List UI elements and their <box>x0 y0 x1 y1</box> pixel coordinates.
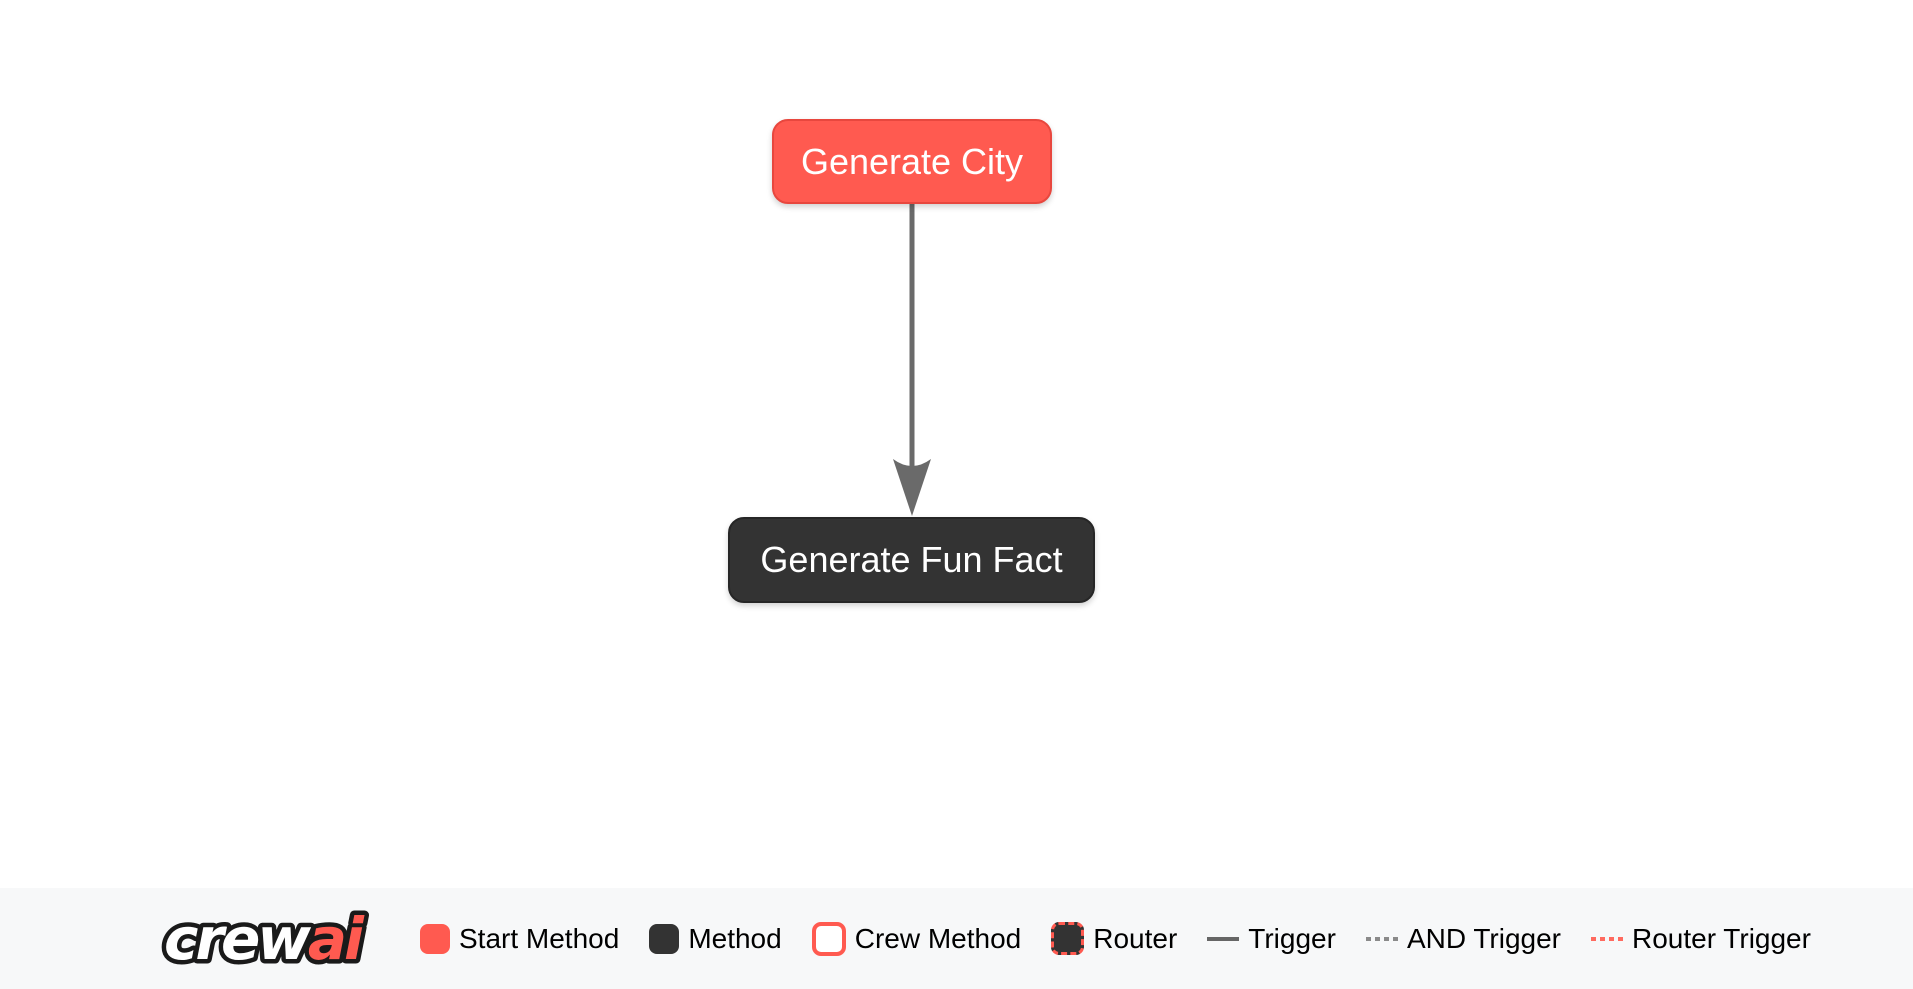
legend-items: Start Method Method Crew Method Router T… <box>420 921 1811 956</box>
legend-label: Start Method <box>459 922 620 954</box>
legend-item-crew-method: Crew Method <box>811 921 1022 956</box>
logo-halo: crewai <box>164 905 365 973</box>
legend-label: Method <box>688 922 782 954</box>
legend-item-start-method: Start Method <box>420 923 619 955</box>
method-swatch-icon <box>649 923 680 954</box>
legend-label: Router <box>1093 922 1178 954</box>
flow-canvas[interactable]: Generate City Generate Fun Fact <box>0 0 1913 888</box>
node-generate-city[interactable]: Generate City <box>772 119 1052 204</box>
legend-label: Router Trigger <box>1631 922 1811 954</box>
start-method-swatch-icon <box>420 923 450 954</box>
legend-label: Trigger <box>1248 922 1336 954</box>
legend-bar: crewai crewai crewai Start Method Method… <box>0 888 1913 989</box>
legend-label: AND Trigger <box>1406 922 1561 954</box>
router-swatch-icon <box>1051 922 1085 955</box>
logo-text-ai: ai <box>308 905 365 973</box>
trigger-line-icon <box>1207 936 1240 941</box>
legend-item-method: Method <box>649 922 782 955</box>
arrowhead-icon <box>893 459 931 516</box>
legend-item-router-trigger: Router Trigger <box>1590 922 1811 955</box>
legend-item-trigger: Trigger <box>1207 923 1336 955</box>
router-trigger-line-icon <box>1590 936 1623 941</box>
node-generate-fun-fact[interactable]: Generate Fun Fact <box>728 517 1095 603</box>
logo-text-crew: crewai <box>164 905 365 973</box>
legend-label: Crew Method <box>854 922 1022 954</box>
crewai-logo: crewai crewai crewai <box>158 896 377 982</box>
node-label: Generate City <box>800 140 1024 182</box>
legend-item-router: Router <box>1051 922 1177 955</box>
legend-item-and-trigger: AND Trigger <box>1365 922 1561 955</box>
node-label: Generate Fun Fact <box>760 539 1063 580</box>
crew-method-swatch-icon <box>811 921 846 956</box>
and-trigger-line-icon <box>1365 936 1398 941</box>
